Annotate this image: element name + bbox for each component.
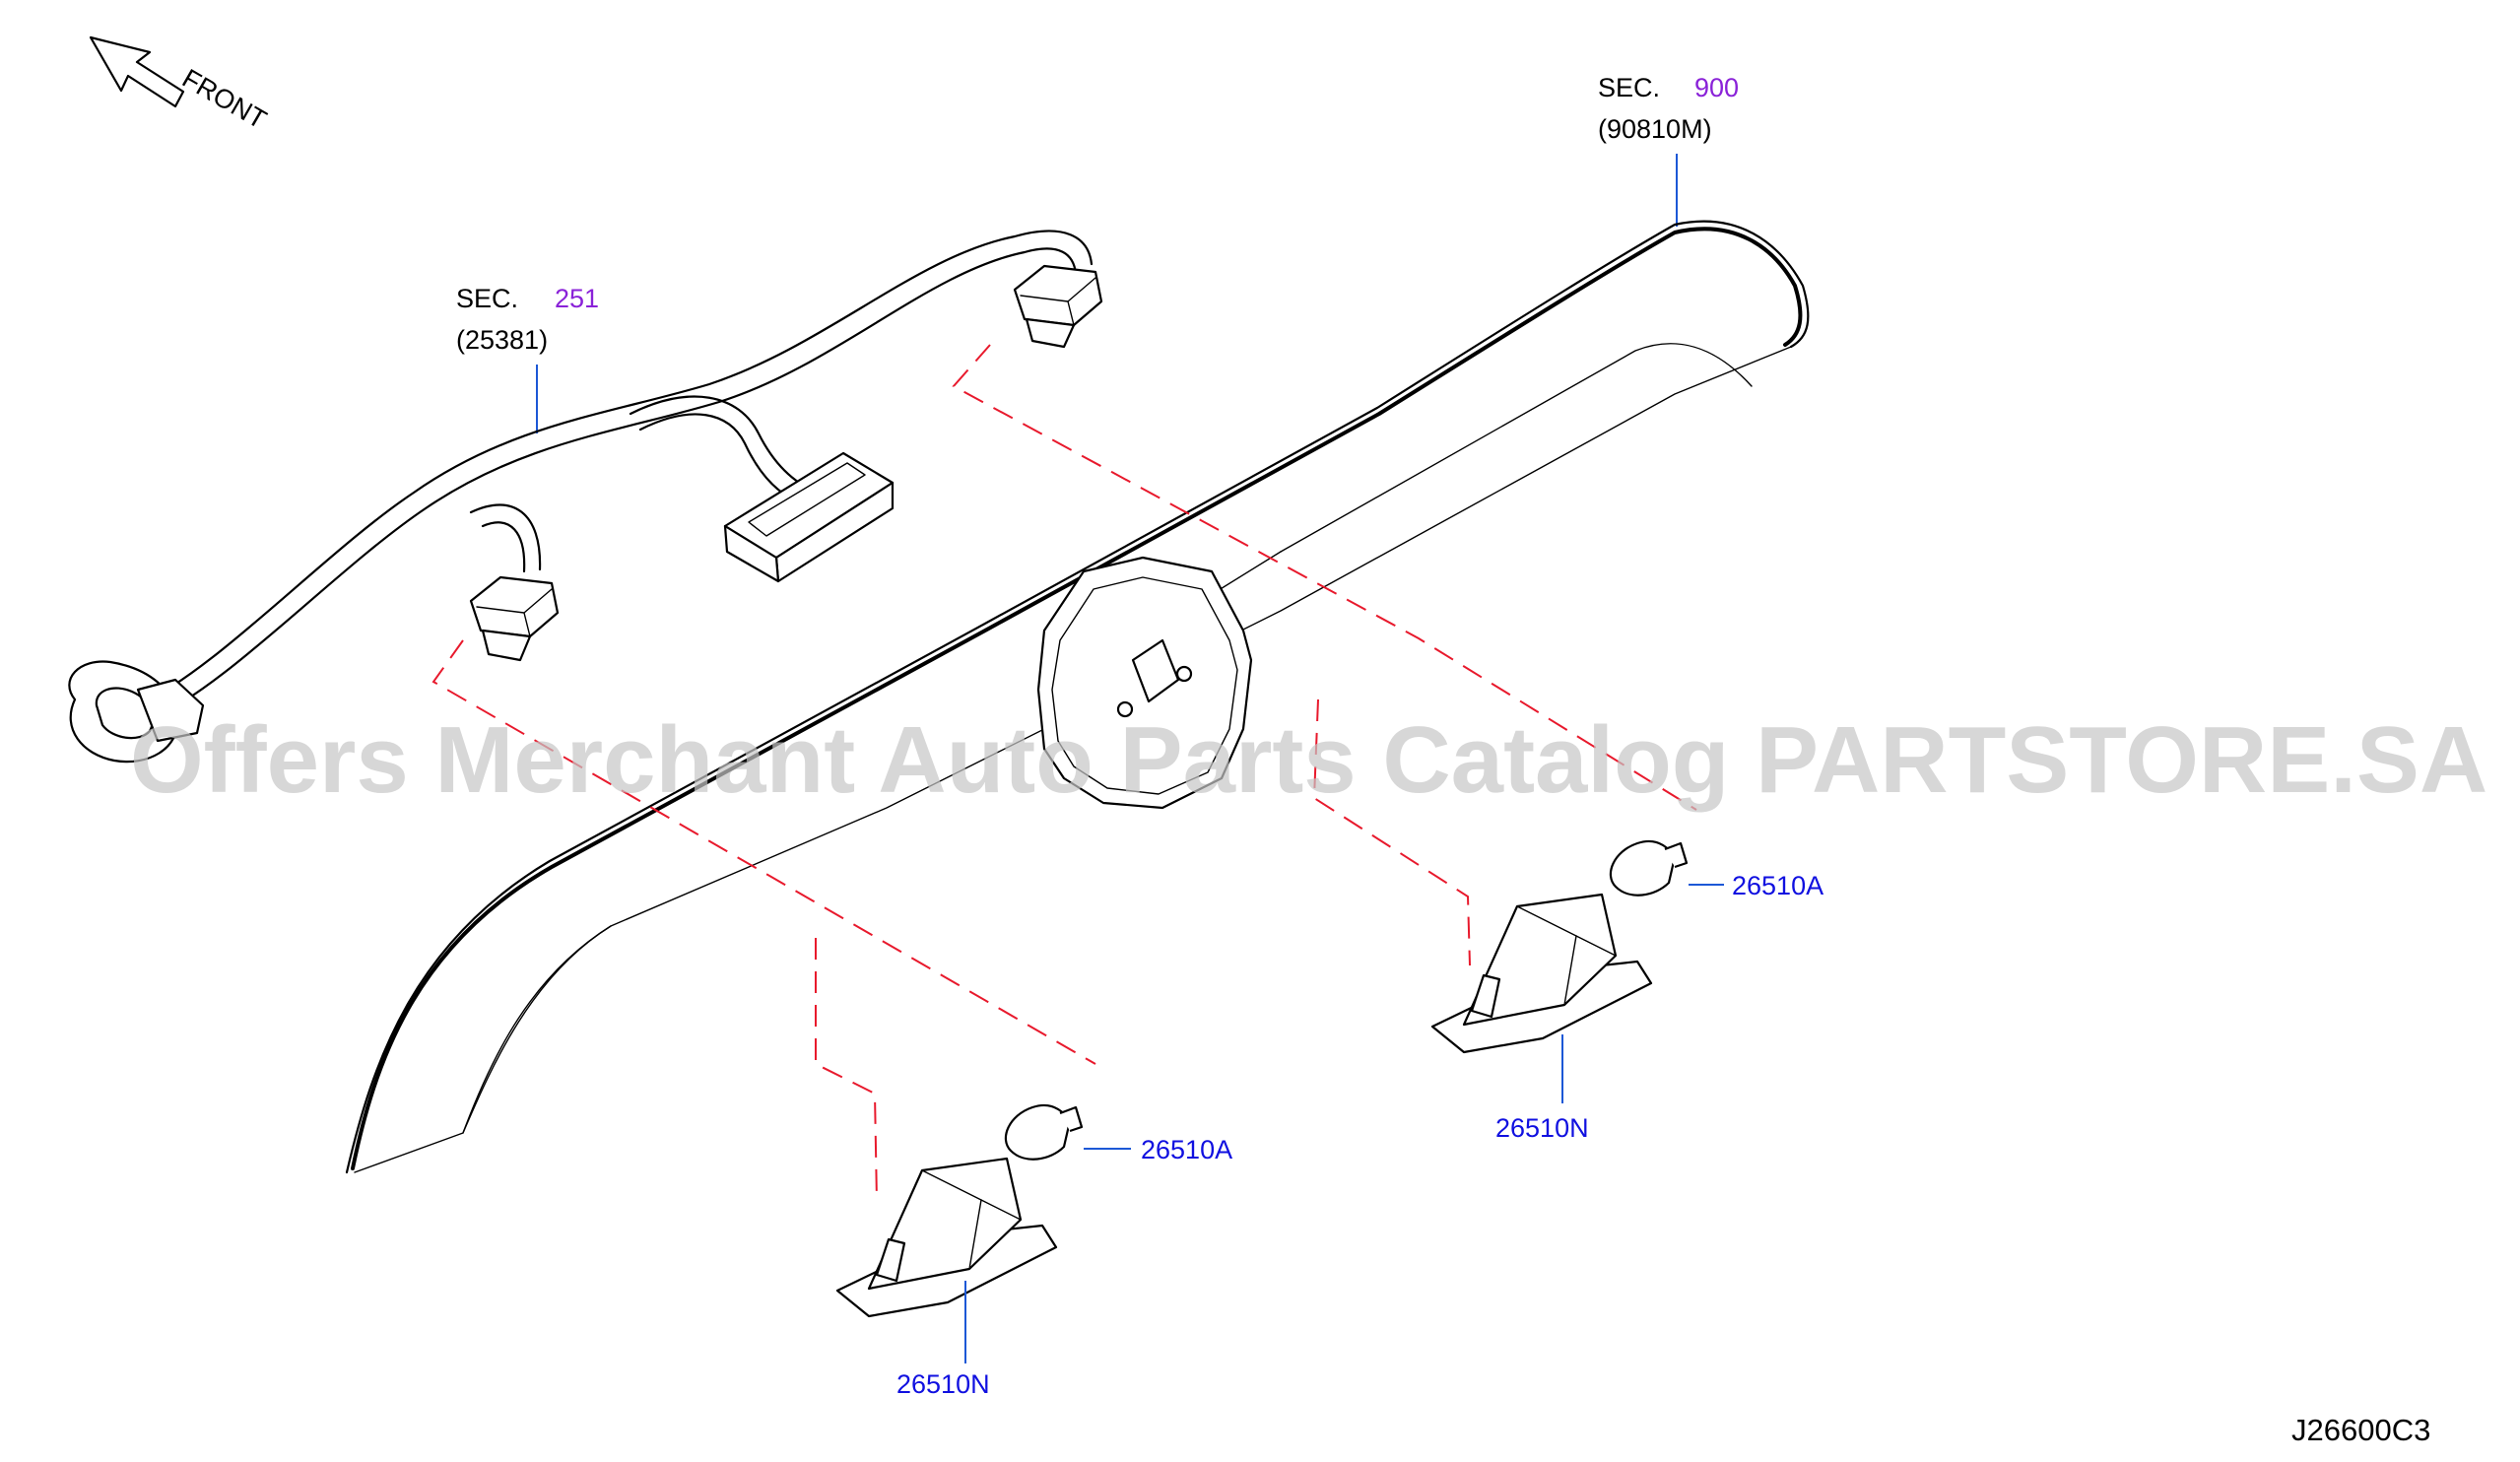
section-ref-251[interactable]: SEC. 251 (25381) [456, 284, 599, 355]
section-subcode: (25381) [456, 325, 548, 355]
emblem-mount [1036, 556, 1253, 810]
diagram-code: J26600C3 [2291, 1413, 2430, 1447]
callout-26510N[interactable]: 26510N [1495, 1113, 1589, 1143]
bulb-26510A-right[interactable] [1609, 839, 1689, 897]
callout-26510A[interactable]: 26510A [1732, 871, 1824, 900]
callout-26510A[interactable]: 26510A [1141, 1135, 1232, 1164]
section-number[interactable]: 251 [555, 284, 599, 313]
section-prefix: SEC. [1598, 73, 1660, 102]
section-ref-900[interactable]: SEC. 900 (90810M) [1598, 73, 1739, 144]
front-arrow-icon [89, 35, 185, 108]
callout-26510N[interactable]: 26510N [896, 1369, 990, 1399]
watermark: Offers Merchant Auto Parts Catalog PARTS… [130, 707, 2487, 813]
harness-connector [1013, 264, 1103, 349]
wiring-harness [68, 230, 1094, 764]
lamp-26510N-right[interactable] [1430, 893, 1653, 1054]
front-label: FRONT [177, 63, 272, 134]
bulb-26510A-left[interactable] [1004, 1103, 1084, 1161]
dashed-guides [431, 344, 1697, 1203]
switch-connector [723, 451, 895, 583]
section-number[interactable]: 900 [1694, 73, 1739, 102]
section-prefix: SEC. [456, 284, 518, 313]
lamp-26510N-left[interactable] [835, 1157, 1058, 1318]
section-subcode: (90810M) [1598, 114, 1712, 144]
harness-connector [469, 575, 560, 662]
